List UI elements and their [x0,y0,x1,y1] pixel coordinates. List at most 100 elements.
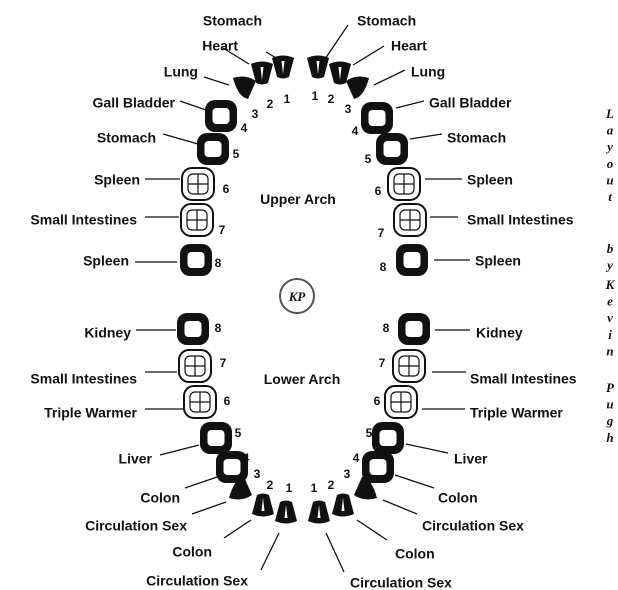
tooth-upper-left-3 [233,77,256,99]
tooth-upper-left-1 [272,56,294,79]
tooth-number-lower-left-8: 8 [215,321,222,335]
organ-label-upper-left-6: Spleen [94,172,140,188]
tooth-lower-left-5 [200,422,232,454]
tooth-number-upper-right-5: 5 [365,152,372,166]
leader-line-upper-left-1 [266,52,278,59]
organ-label-lower-right-8: Kidney [476,325,523,341]
organ-label-lower-left-1: Circulation Sex [146,573,248,589]
tooth-number-upper-left-3: 3 [252,107,259,121]
tooth-upper-right-3 [346,77,369,99]
organ-label-lower-left-3: Circulation Sex [85,518,187,534]
tooth-number-lower-left-6: 6 [224,394,231,408]
leader-line-upper-left-5 [163,134,198,144]
credit-letter: y [605,139,613,154]
tooth-number-lower-left-1: 1 [286,481,293,495]
leader-line-upper-right-1 [325,25,348,59]
tooth-lower-left-2 [252,494,274,517]
credit-letter: y [605,258,613,273]
organ-label-upper-left-2: Heart [202,38,238,54]
tooth-number-upper-right-4: 4 [352,124,359,138]
leader-line-lower-right-2 [357,520,387,540]
tooth-number-lower-right-2: 2 [328,478,335,492]
tooth-number-upper-left-4: 4 [241,121,248,135]
tooth-number-upper-right-8: 8 [380,260,387,274]
tooth-lower-right-1 [308,501,330,524]
credit-letter: v [607,310,613,325]
organ-label-lower-left-7: Small Intestines [30,371,137,387]
tooth-upper-left-7 [181,204,213,236]
kp-logo: KP [280,279,314,313]
tooth-number-lower-right-5: 5 [366,426,373,440]
tooth-number-lower-right-6: 6 [374,394,381,408]
organ-label-upper-left-5: Stomach [97,130,156,146]
tooth-number-upper-right-7: 7 [378,226,385,240]
tooth-upper-right-4 [361,102,393,134]
tooth-number-lower-right-3: 3 [344,467,351,481]
organ-label-upper-right-7: Small Intestines [467,212,574,228]
leader-line-upper-right-2 [353,46,384,65]
tooth-upper-right-6 [388,168,420,200]
tooth-lower-right-7 [393,350,425,382]
credit-letter: b [607,241,614,256]
organ-label-lower-right-3: Circulation Sex [422,518,524,534]
tooth-lower-right-4 [362,451,394,483]
tooth-upper-left-5 [197,133,229,165]
organ-label-upper-left-8: Spleen [83,253,129,269]
tooth-number-lower-right-4: 4 [353,451,360,465]
organ-label-upper-right-2: Heart [391,38,427,54]
organ-label-lower-left-8: Kidney [84,325,131,341]
organ-label-lower-right-7: Small Intestines [470,371,577,387]
leader-line-lower-left-5 [160,445,199,455]
credit-letter: u [606,172,613,187]
tooth-upper-left-4 [205,100,237,132]
leader-line-lower-right-5 [406,444,448,453]
organ-label-lower-right-1: Circulation Sex [350,575,452,590]
tooth-number-upper-right-1: 1 [312,89,319,103]
tooth-upper-left-8 [180,244,212,276]
leader-line-lower-left-1 [261,533,279,570]
organ-label-lower-left-6: Triple Warmer [44,405,137,421]
kp-logo-text: KP [288,289,307,304]
credit-letter: g [606,413,614,428]
tooth-lower-right-6 [385,386,417,418]
tooth-number-lower-left-7: 7 [220,356,227,370]
organ-label-lower-right-2: Colon [395,546,435,562]
organ-label-upper-right-3: Lung [411,64,445,80]
tooth-upper-right-7 [394,204,426,236]
leader-line-lower-right-3 [383,500,417,514]
credit-letter: P [606,380,615,395]
leader-line-lower-left-3 [192,502,226,514]
credit-letter: L [605,106,614,121]
tooth-upper-right-5 [376,133,408,165]
organ-label-lower-left-2: Colon [172,544,212,560]
organ-label-upper-right-8: Spleen [475,253,521,269]
tooth-lower-right-5 [372,422,404,454]
credit-letter: e [607,294,613,309]
organ-label-upper-left-3: Lung [164,64,198,80]
leader-line-lower-left-4 [185,477,217,488]
leader-line-upper-left-4 [180,101,206,110]
tooth-upper-left-6 [182,168,214,200]
tooth-lower-right-2 [332,494,354,517]
tooth-number-lower-right-1: 1 [311,481,318,495]
credit-letter: K [605,277,616,292]
credit-letter: o [607,156,614,171]
tooth-upper-right-8 [396,244,428,276]
leader-line-lower-left-2 [224,520,251,538]
tooth-number-upper-left-8: 8 [215,256,222,270]
organ-label-upper-right-6: Spleen [467,172,513,188]
leader-line-lower-right-1 [326,533,344,572]
tooth-number-lower-left-3: 3 [254,467,261,481]
tooth-number-upper-left-1: 1 [284,92,291,106]
organ-label-lower-right-4: Colon [438,490,478,506]
leader-line-upper-right-4 [396,101,424,108]
organ-label-lower-left-5: Liver [119,451,153,467]
organ-label-upper-right-5: Stomach [447,130,506,146]
credit-letter: t [608,189,612,204]
tooth-number-upper-right-6: 6 [375,184,382,198]
tooth-number-upper-left-2: 2 [267,97,274,111]
lower-arch-label: Lower Arch [264,371,341,387]
tooth-lower-left-6 [184,386,216,418]
tooth-lower-left-8 [177,313,209,345]
organ-label-lower-left-4: Colon [140,490,180,506]
